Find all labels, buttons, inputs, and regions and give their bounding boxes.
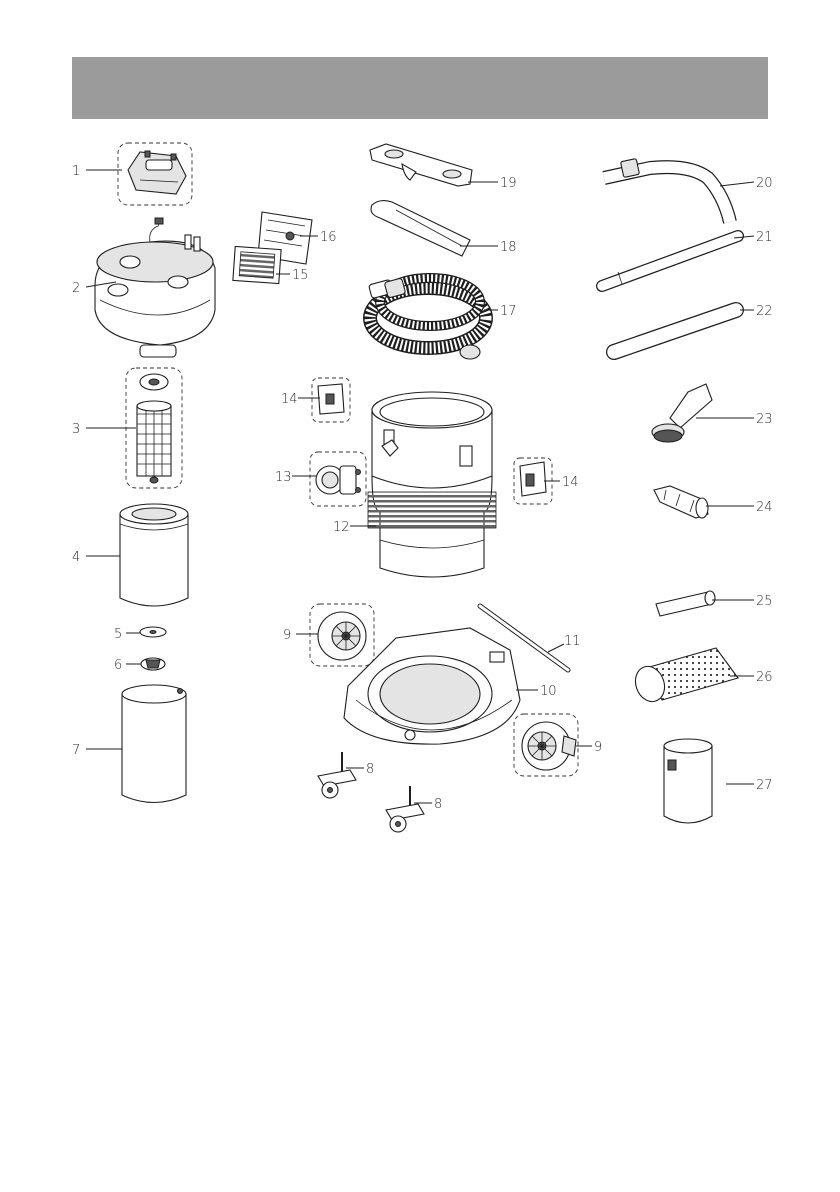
part-hepa-filter	[233, 246, 281, 283]
label-3: 3	[72, 422, 80, 437]
part-adapter-stepped	[654, 486, 708, 518]
part-adapter-short	[656, 591, 715, 616]
part-floor-tool	[370, 144, 472, 186]
label-16: 16	[320, 230, 337, 245]
part-filter-sleeve	[631, 648, 738, 706]
label-27: 27	[756, 778, 773, 793]
label-10: 10	[540, 684, 557, 699]
part-knob	[141, 658, 165, 670]
label-21: 21	[756, 230, 773, 245]
label-12: 12	[333, 520, 350, 535]
label-22: 22	[756, 304, 773, 319]
part-tank	[368, 392, 496, 577]
label-4: 4	[72, 550, 80, 565]
part-bent-tube	[604, 159, 730, 222]
part-latch-left	[312, 378, 350, 422]
part-filter-bag	[122, 685, 186, 803]
part-tube-upper	[602, 236, 738, 286]
label-8-upper: 8	[366, 762, 374, 777]
part-caster-lower	[386, 786, 424, 832]
label-9-lower: 9	[594, 740, 602, 755]
label-11: 11	[564, 634, 581, 649]
part-motor-head	[95, 218, 215, 357]
label-14-left: 14	[281, 392, 298, 407]
label-15: 15	[292, 268, 309, 283]
label-5: 5	[114, 627, 122, 642]
part-brush-nozzle	[652, 384, 712, 442]
label-24: 24	[756, 500, 773, 515]
label-25: 25	[756, 594, 773, 609]
part-tube-lower	[614, 310, 736, 352]
part-wheel-left	[310, 604, 374, 666]
part-base	[344, 628, 520, 744]
label-20: 20	[756, 176, 773, 191]
label-9-upper: 9	[283, 628, 291, 643]
part-handle	[118, 143, 192, 205]
label-26: 26	[756, 670, 773, 685]
label-23: 23	[756, 412, 773, 427]
part-hose	[369, 278, 486, 359]
label-7: 7	[72, 743, 80, 758]
part-caster-upper	[318, 752, 356, 798]
label-19: 19	[500, 176, 517, 191]
part-cartridge-filter	[120, 504, 188, 606]
part-motor	[310, 452, 366, 506]
label-18: 18	[500, 240, 517, 255]
label-17: 17	[500, 304, 517, 319]
part-paper-bag	[664, 739, 712, 823]
part-wheel-right	[514, 714, 578, 776]
label-14-right: 14	[562, 475, 579, 490]
label-13: 13	[275, 470, 292, 485]
label-1: 1	[72, 164, 80, 179]
part-washer	[140, 627, 166, 637]
label-8-lower: 8	[434, 797, 442, 812]
label-6: 6	[114, 658, 122, 673]
label-2: 2	[72, 281, 80, 296]
part-crevice-tool	[371, 201, 470, 256]
